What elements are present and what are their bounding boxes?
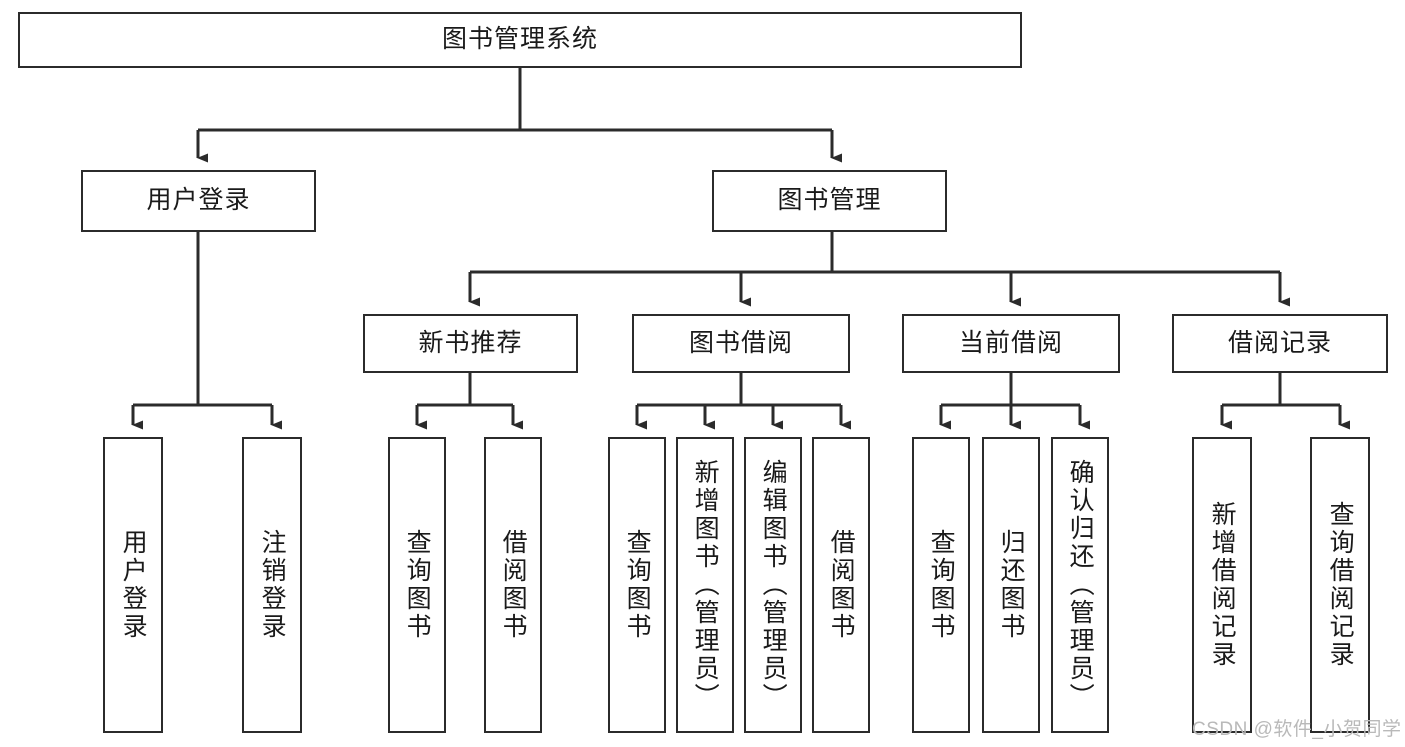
node-label: 借阅记录 bbox=[1227, 328, 1332, 357]
node-label: 新增图书（管理员） bbox=[691, 459, 720, 711]
node-borrow-records[interactable]: 借阅记录 bbox=[1172, 314, 1388, 373]
leaf-query-borrow-record[interactable]: 查询借阅记录 bbox=[1310, 437, 1370, 733]
node-new-book-recommend[interactable]: 新书推荐 bbox=[363, 314, 578, 373]
node-label: 借阅图书 bbox=[827, 529, 856, 641]
node-book-management[interactable]: 图书管理 bbox=[712, 170, 947, 232]
node-label: 当前借阅 bbox=[958, 328, 1063, 357]
leaf-user-logout[interactable]: 注销登录 bbox=[242, 437, 302, 733]
node-label: 新增借阅记录 bbox=[1208, 501, 1237, 669]
node-label: 新书推荐 bbox=[418, 328, 523, 357]
leaf-user-login[interactable]: 用户登录 bbox=[103, 437, 163, 733]
node-label: 用户登录 bbox=[146, 186, 251, 215]
node-label: 查询图书 bbox=[403, 529, 432, 641]
leaf-add-borrow-record[interactable]: 新增借阅记录 bbox=[1192, 437, 1252, 733]
node-label: 图书管理系统 bbox=[441, 25, 598, 54]
node-label: 归还图书 bbox=[997, 529, 1026, 641]
node-label: 查询图书 bbox=[623, 529, 652, 641]
leaf-return-book[interactable]: 归还图书 bbox=[982, 437, 1040, 733]
node-user-login[interactable]: 用户登录 bbox=[81, 170, 316, 232]
node-current-borrow[interactable]: 当前借阅 bbox=[902, 314, 1120, 373]
leaf-query-book-borrow[interactable]: 查询图书 bbox=[608, 437, 666, 733]
leaf-query-book-current[interactable]: 查询图书 bbox=[912, 437, 970, 733]
node-label: 用户登录 bbox=[119, 529, 148, 641]
leaf-confirm-return-admin[interactable]: 确认归还（管理员） bbox=[1051, 437, 1109, 733]
node-label: 借阅图书 bbox=[499, 529, 528, 641]
node-label: 查询图书 bbox=[927, 529, 956, 641]
leaf-edit-book-admin[interactable]: 编辑图书（管理员） bbox=[744, 437, 802, 733]
node-label: 确认归还（管理员） bbox=[1066, 459, 1095, 711]
node-book-borrow[interactable]: 图书借阅 bbox=[632, 314, 850, 373]
leaf-borrow-book[interactable]: 借阅图书 bbox=[812, 437, 870, 733]
node-label: 图书借阅 bbox=[688, 328, 793, 357]
node-label: 图书管理 bbox=[777, 186, 882, 215]
node-label: 查询借阅记录 bbox=[1326, 501, 1355, 669]
leaf-query-book-recommend[interactable]: 查询图书 bbox=[388, 437, 446, 733]
leaf-add-book-admin[interactable]: 新增图书（管理员） bbox=[676, 437, 734, 733]
csdn-watermark: CSDN @软件_小贺同学 bbox=[1192, 719, 1402, 740]
node-root-library-system[interactable]: 图书管理系统 bbox=[18, 12, 1022, 68]
node-label: 注销登录 bbox=[258, 529, 287, 641]
leaf-borrow-book-recommend[interactable]: 借阅图书 bbox=[484, 437, 542, 733]
node-label: 编辑图书（管理员） bbox=[759, 459, 788, 711]
